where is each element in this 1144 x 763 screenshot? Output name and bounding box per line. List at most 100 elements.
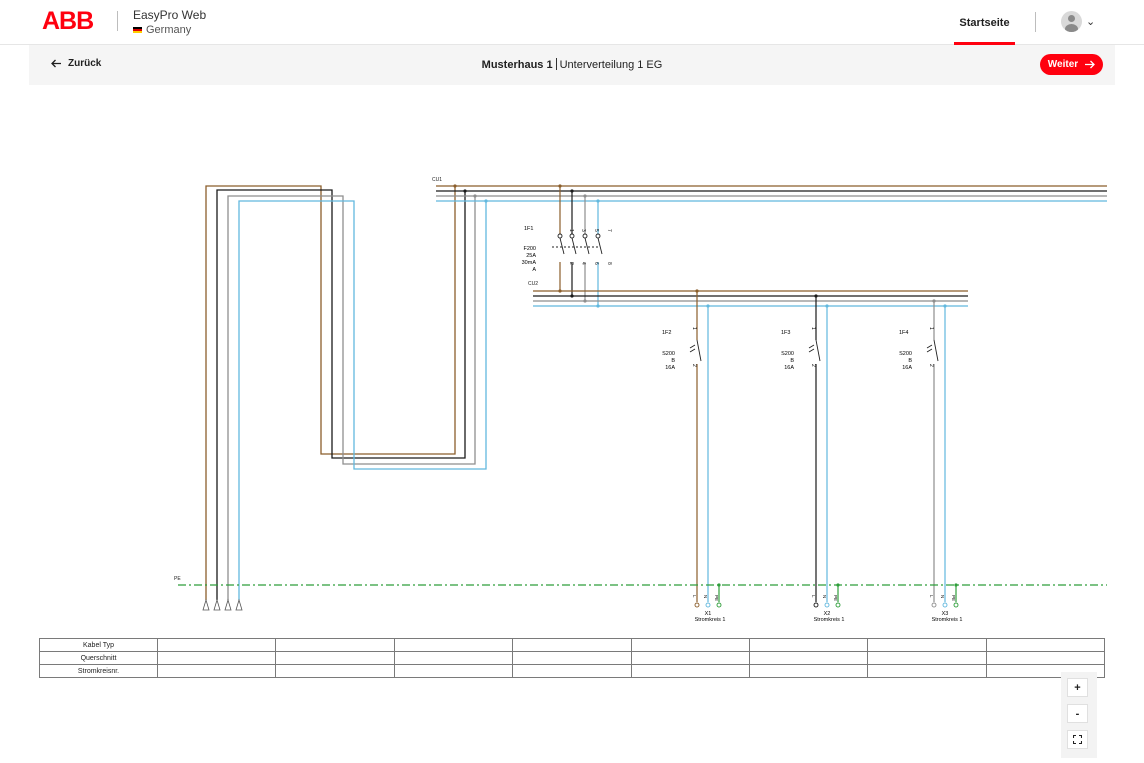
breaker-rating: 16A	[665, 365, 675, 371]
table-cell[interactable]	[630, 638, 750, 652]
table-cell[interactable]	[630, 664, 750, 678]
breaker-id: 1F3	[781, 330, 790, 336]
circuit-label: Stromkreis 1	[814, 617, 845, 623]
table-cell[interactable]	[867, 664, 987, 678]
arrow-left-icon	[51, 59, 61, 68]
terminal-pin: PE	[833, 595, 838, 601]
terminal-pin: N	[822, 595, 827, 598]
breaker-type: S200	[899, 351, 912, 357]
rcd-rating: 25A	[526, 253, 536, 259]
table-row: Querschnitt	[39, 651, 1106, 665]
rcd-pin: 1	[568, 229, 574, 232]
table-cell[interactable]	[156, 651, 277, 665]
zoom-in-button[interactable]: +	[1067, 678, 1088, 697]
rcd-1f1[interactable]: 1F1 F200 25A 30mA A 1 3 5 7 2 4 6 8	[522, 186, 612, 306]
terminal-pin: PE	[714, 595, 719, 601]
table-row: Stromkreisnr.	[39, 664, 1106, 678]
fullscreen-button[interactable]	[1067, 730, 1088, 749]
next-button[interactable]: Weiter	[1040, 54, 1103, 75]
terminal-pin: L	[692, 595, 697, 598]
table-cell[interactable]	[393, 638, 514, 652]
row-label: Stromkreisnr.	[39, 664, 158, 678]
arrow-right-icon	[1085, 60, 1096, 69]
table-cell[interactable]	[985, 651, 1106, 665]
next-label: Weiter	[1047, 59, 1079, 70]
breaker-rating: 16A	[784, 365, 794, 371]
nav-home-tab[interactable]: Startseite	[954, 0, 1015, 45]
rcd-pin: 6	[593, 262, 599, 265]
terminal-id: X2	[824, 611, 831, 617]
table-cell[interactable]	[275, 638, 395, 652]
breaker-rating: 16A	[902, 365, 912, 371]
breaker-pin-bottom: 2	[691, 364, 697, 367]
rcd-id: 1F1	[524, 226, 533, 232]
rcd-pin: 3	[580, 229, 586, 232]
project-name: Musterhaus 1	[481, 59, 553, 71]
rcd-pin: 7	[606, 229, 612, 232]
bus-cu2	[533, 290, 968, 307]
breadcrumb-separator	[555, 58, 557, 70]
breaker-1f4[interactable]: 1F4 S200 B 16A 1 2 L N PE X3 Stromkreis …	[899, 301, 962, 623]
breadcrumb: Musterhaus 1 Unterverteilung 1 EG	[29, 58, 1115, 71]
feed-end-markers	[202, 598, 243, 611]
zoom-out-button[interactable]: -	[1067, 704, 1088, 723]
breaker-char: B	[908, 358, 912, 364]
breaker-id: 1F2	[662, 330, 671, 336]
circuit-info-table: Kabel Typ Querschnitt Stromkreisnr.	[39, 638, 1106, 678]
bus1-label: CU1	[432, 177, 442, 183]
table-cell[interactable]	[156, 664, 277, 678]
rcd-pin: 4	[580, 262, 586, 265]
rcd-pin: 8	[606, 262, 612, 265]
terminal-x3[interactable]: L N PE X3 Stromkreis 1	[929, 595, 962, 623]
back-button[interactable]: Zurück	[51, 58, 101, 69]
table-row: Kabel Typ	[39, 638, 1106, 652]
user-menu[interactable]: ⌄	[1061, 11, 1095, 32]
bus2-label: CU2	[528, 281, 538, 287]
rcd-class: A	[532, 267, 536, 273]
bus-cu2-joints	[558, 289, 947, 308]
table-cell[interactable]	[156, 638, 277, 652]
terminal-pin: N	[703, 595, 708, 598]
chevron-down-icon: ⌄	[1086, 16, 1096, 28]
table-cell[interactable]	[867, 651, 987, 665]
table-cell[interactable]	[748, 651, 869, 665]
terminal-pin: PE	[951, 595, 956, 601]
table-cell[interactable]	[275, 664, 395, 678]
table-cell[interactable]	[512, 638, 632, 652]
table-cell[interactable]	[512, 651, 632, 665]
breaker-pin-top: 1	[810, 327, 816, 330]
terminal-x1[interactable]: L N PE X1 Stromkreis 1	[692, 595, 725, 623]
breaker-1f3[interactable]: 1F3 S200 B 16A 1 2 L N PE X2 Stromkreis …	[781, 296, 844, 623]
distribution-name: Unterverteilung 1 EG	[559, 59, 663, 71]
breaker-type: S200	[662, 351, 675, 357]
table-cell[interactable]	[393, 664, 514, 678]
rcd-type: F200	[523, 246, 536, 252]
table-cell[interactable]	[512, 664, 632, 678]
table-cell[interactable]	[393, 651, 514, 665]
rcd-sensitivity: 30mA	[522, 260, 537, 266]
logo-divider	[117, 11, 118, 31]
breaker-pin-top: 1	[928, 327, 934, 330]
table-cell[interactable]	[985, 638, 1106, 652]
breaker-pin-bottom: 2	[810, 364, 816, 367]
breaker-char: B	[671, 358, 675, 364]
pe-label: PE	[174, 576, 181, 582]
app-name: EasyPro Web	[133, 8, 207, 22]
table-cell[interactable]	[275, 651, 395, 665]
terminal-x2[interactable]: L N PE X2 Stromkreis 1	[811, 595, 844, 623]
breaker-char: B	[790, 358, 794, 364]
abb-logo[interactable]: ABB	[42, 7, 94, 35]
breaker-pin-top: 1	[691, 327, 697, 330]
table-cell[interactable]	[867, 638, 987, 652]
fullscreen-icon	[1073, 735, 1082, 744]
terminal-id: X3	[942, 611, 949, 617]
table-cell[interactable]	[748, 664, 869, 678]
table-cell[interactable]	[630, 651, 750, 665]
table-cell[interactable]	[748, 638, 869, 652]
breaker-1f2[interactable]: 1F2 S200 B 16A 1 2 L N PE X1 Stromkreis …	[662, 291, 725, 623]
schematic-diagram[interactable]: CU1 1F1 F200 25A 30mA A 1 3 5 7	[0, 85, 1144, 635]
row-label: Kabel Typ	[39, 638, 158, 652]
country-selector[interactable]: Germany	[133, 24, 191, 36]
incoming-feed	[205, 185, 487, 600]
